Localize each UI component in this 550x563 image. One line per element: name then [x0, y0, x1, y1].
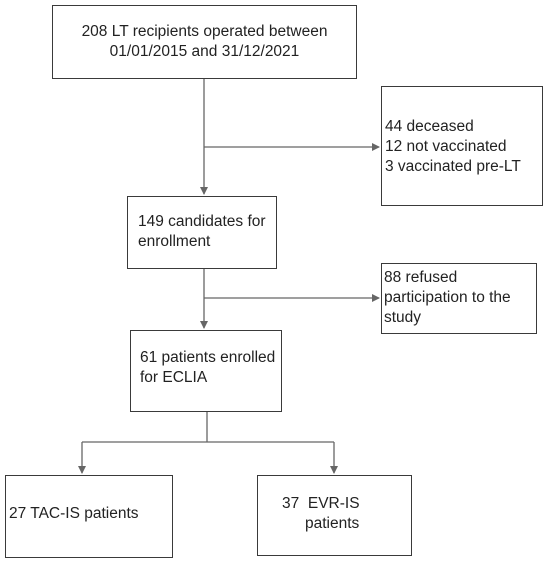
tac-is-line-1: 27 TAC-IS patients: [9, 505, 139, 522]
box-candidates-enrollment: 149 candidates for enrollment: [127, 196, 277, 269]
start-line-1: 208 LT recipients operated between: [81, 23, 328, 40]
excluded-1-line-2: 12 not vaccinated: [385, 138, 507, 155]
candidates-line-2: enrollment: [138, 233, 211, 250]
excluded-2-line-2: participation to the: [384, 289, 511, 306]
excluded-1-line-3: 3 vaccinated pre-LT: [385, 158, 521, 175]
box-patients-enrolled: 61 patients enrolled for ECLIA: [130, 330, 282, 412]
enrolled-line-2: for ECLIA: [140, 369, 208, 386]
box-start-recipients: 208 LT recipients operated between 01/01…: [52, 5, 357, 79]
box-evr-is-patients: 37 EVR-IS patients: [257, 475, 412, 556]
enrolled-line-1: 61 patients enrolled: [140, 349, 276, 366]
evr-is-line-2: patients: [305, 515, 360, 532]
excluded-1-line-1: 44 deceased: [385, 118, 474, 135]
excluded-2-line-3: study: [384, 309, 422, 326]
box-excluded-deceased-unvaccinated: 44 deceased 12 not vaccinated 3 vaccinat…: [381, 86, 543, 206]
box-excluded-refused: 88 refused participation to the study: [381, 263, 537, 334]
candidates-line-1: 149 candidates for: [138, 213, 266, 230]
box-tac-is-patients: 27 TAC-IS patients: [5, 475, 173, 558]
start-line-2: 01/01/2015 and 31/12/2021: [109, 43, 300, 60]
evr-is-line-1: 37 EVR-IS: [282, 495, 360, 512]
excluded-2-line-1: 88 refused: [384, 269, 458, 286]
